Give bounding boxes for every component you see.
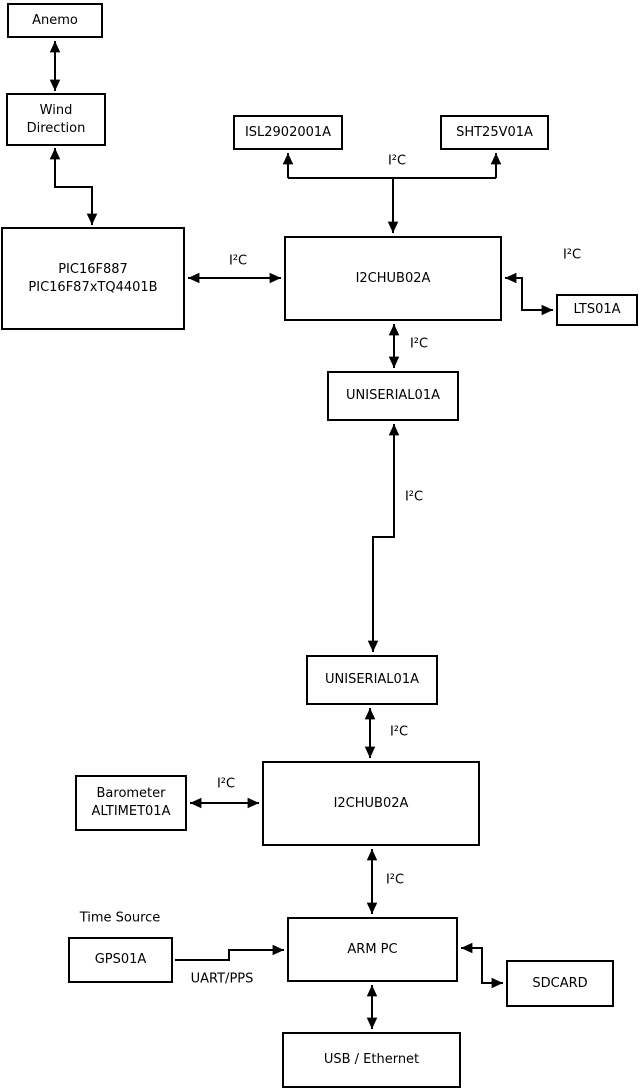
node-anemo-label: Anemo <box>32 12 78 28</box>
node-arm-pc: ARM PC <box>287 917 458 982</box>
node-lts-label: LTS01A <box>573 302 621 318</box>
edge-label-i2c-top-bus: I²C <box>387 153 407 169</box>
edge-label-i2c-hub1-lts: I²C <box>562 247 582 263</box>
node-i2chub-1-label: I2CHUB02A <box>355 270 431 286</box>
node-gps: GPS01A <box>68 937 173 983</box>
edge-uni1-uni2 <box>367 424 400 652</box>
edge-armpc-sdcard <box>461 942 503 989</box>
node-anemo: Anemo <box>7 3 103 38</box>
edge-hub1-lts <box>505 272 553 316</box>
node-sht-label: SHT25V01A <box>456 124 533 140</box>
node-usb-ethernet-label: USB / Ethernet <box>323 1052 420 1068</box>
edge-label-i2c-uni2-hub2: I²C <box>389 724 409 740</box>
edge-label-time-source: Time Source <box>79 910 161 926</box>
node-wind-direction-label: Wind Direction <box>26 102 86 136</box>
node-i2chub-1: I2CHUB02A <box>284 236 502 321</box>
node-gps-label: GPS01A <box>94 952 147 968</box>
node-uniserial-1-label: UNISERIAL01A <box>346 388 440 404</box>
node-uniserial-1: UNISERIAL01A <box>327 371 459 421</box>
edge-label-i2c-hub1-uni1: I²C <box>409 336 429 352</box>
edge-gps-armpc <box>175 944 284 961</box>
node-sdcard: SDCARD <box>506 960 614 1007</box>
node-arm-pc-label: ARM PC <box>347 941 398 957</box>
node-barometer-label: Barometer ALTIMET01A <box>91 786 171 819</box>
edge-label-i2c-hub2-arm: I²C <box>385 872 405 888</box>
edge-label-i2c-uni1-uni2: I²C <box>404 489 424 505</box>
node-barometer: Barometer ALTIMET01A <box>75 775 187 831</box>
edge-label-uart-pps: UART/PPS <box>190 971 254 987</box>
node-uniserial-2: UNISERIAL01A <box>306 655 438 705</box>
edge-wind-pic <box>49 148 98 225</box>
node-i2chub-2: I2CHUB02A <box>262 761 480 846</box>
node-uniserial-2-label: UNISERIAL01A <box>325 672 419 688</box>
node-usb-ethernet: USB / Ethernet <box>282 1032 461 1088</box>
node-isl: ISL2902001A <box>233 115 343 150</box>
node-sht: SHT25V01A <box>440 115 549 150</box>
node-pic: PIC16F887 PIC16F87xTQ4401B <box>1 227 185 330</box>
node-wind-direction: Wind Direction <box>6 93 106 146</box>
node-pic-label: PIC16F887 PIC16F87xTQ4401B <box>28 261 158 295</box>
edge-label-i2c-baro-hub2: I²C <box>216 776 236 792</box>
node-isl-label: ISL2902001A <box>244 124 332 140</box>
node-i2chub-2-label: I2CHUB02A <box>333 795 409 811</box>
node-sdcard-label: SDCARD <box>532 975 588 991</box>
edge-label-i2c-pic-hub1: I²C <box>228 253 248 269</box>
node-lts: LTS01A <box>556 294 638 326</box>
